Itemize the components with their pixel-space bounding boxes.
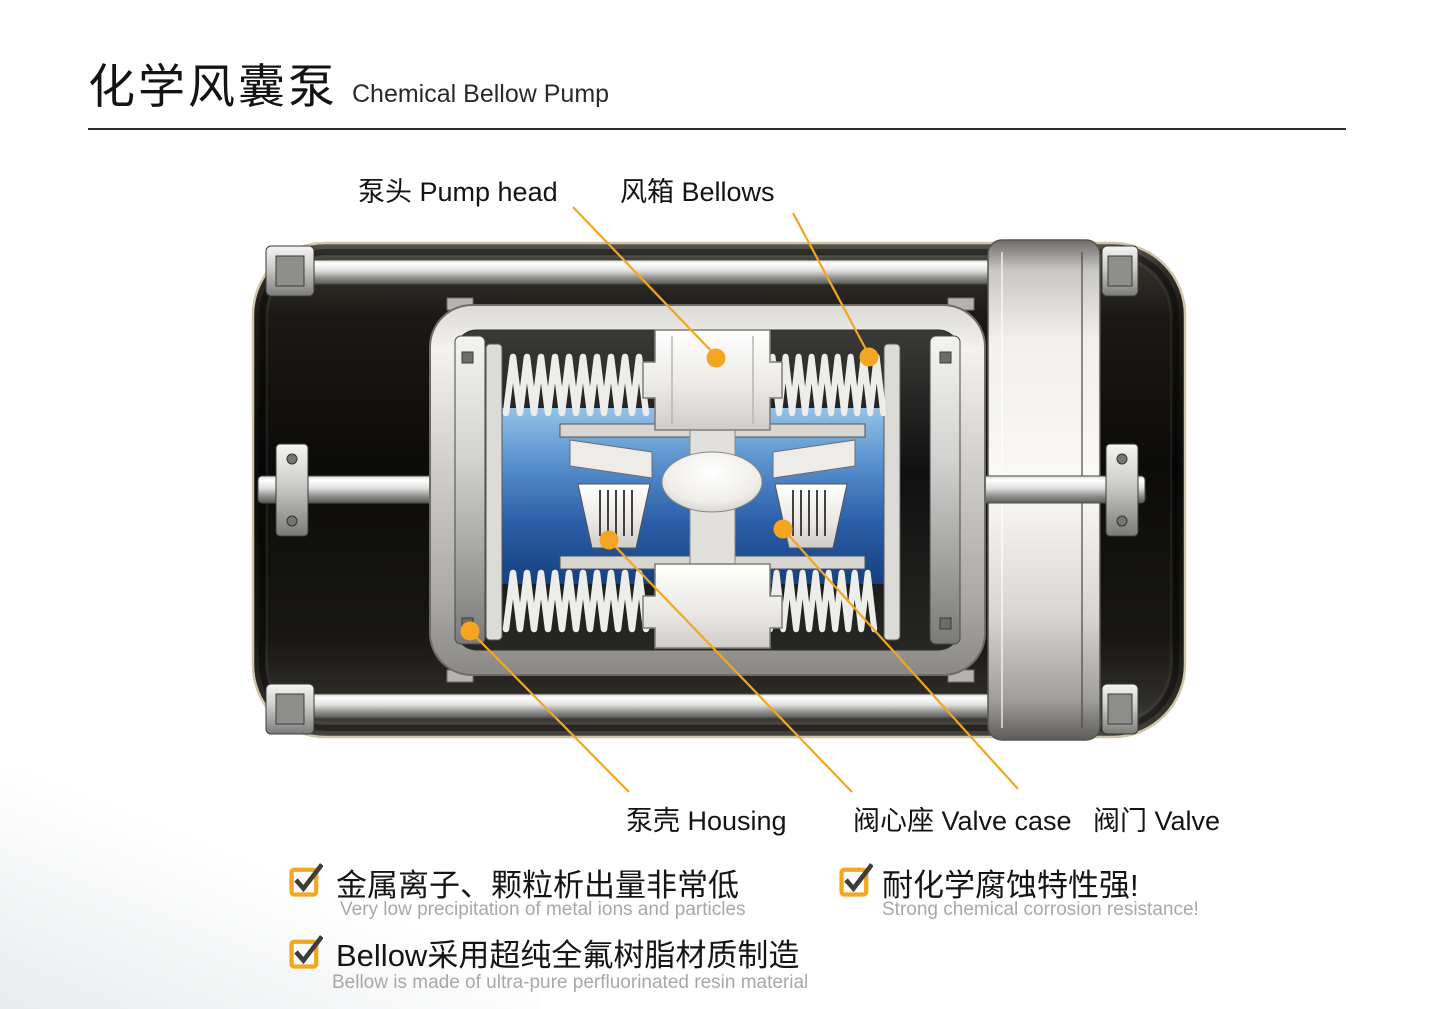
checkbox-icon [289, 863, 323, 897]
feature-3-subtext: Bellow is made of ultra-pure perfluorina… [332, 972, 809, 993]
leader-bellows [792, 212, 870, 356]
checkbox-icon [839, 863, 873, 897]
leader-valve-case [608, 539, 853, 793]
callout-dot-bellows [859, 347, 879, 367]
label-pump-head: 泵头 Pump head [358, 177, 558, 207]
checkbox-icon [289, 935, 323, 969]
right-end-cap [959, 239, 1146, 741]
callout-dot-housing [460, 621, 480, 641]
label-valve: 阀门 Valve [1093, 806, 1221, 836]
feature-2-subtext: Strong chemical corrosion resistance! [882, 899, 1199, 920]
header-divider [88, 128, 1346, 130]
background-corner-shade [0, 769, 540, 1009]
label-bellows: 风箱 Bellows [620, 177, 775, 207]
callout-dot-valve [773, 519, 793, 539]
label-housing: 泵壳 Housing [626, 806, 787, 836]
feature-3-text: Bellow采用超纯全氟树脂材质制造 [336, 938, 800, 973]
feature-1-subtext: Very low precipitation of metal ions and… [340, 899, 746, 920]
feature-1-text: 金属离子、颗粒析出量非常低 [336, 868, 739, 903]
leader-pump-head [572, 206, 717, 357]
pump-head-block [642, 329, 783, 649]
leader-housing [469, 630, 630, 793]
callout-lines [469, 206, 1019, 793]
callout-dot-pump-head [706, 348, 726, 368]
page-subtitle: Chemical Bellow Pump [352, 80, 610, 108]
feature-2-text: 耐化学腐蚀特性强! [882, 868, 1139, 903]
leader-valve [782, 528, 1019, 790]
label-valve-case: 阀心座 Valve case [853, 806, 1072, 836]
callout-dots [460, 347, 879, 641]
tie-rods [257, 245, 1001, 735]
valve-dome [661, 451, 763, 513]
page-title: 化学风囊泵 [88, 60, 338, 113]
callout-dot-valve-case [599, 530, 619, 550]
